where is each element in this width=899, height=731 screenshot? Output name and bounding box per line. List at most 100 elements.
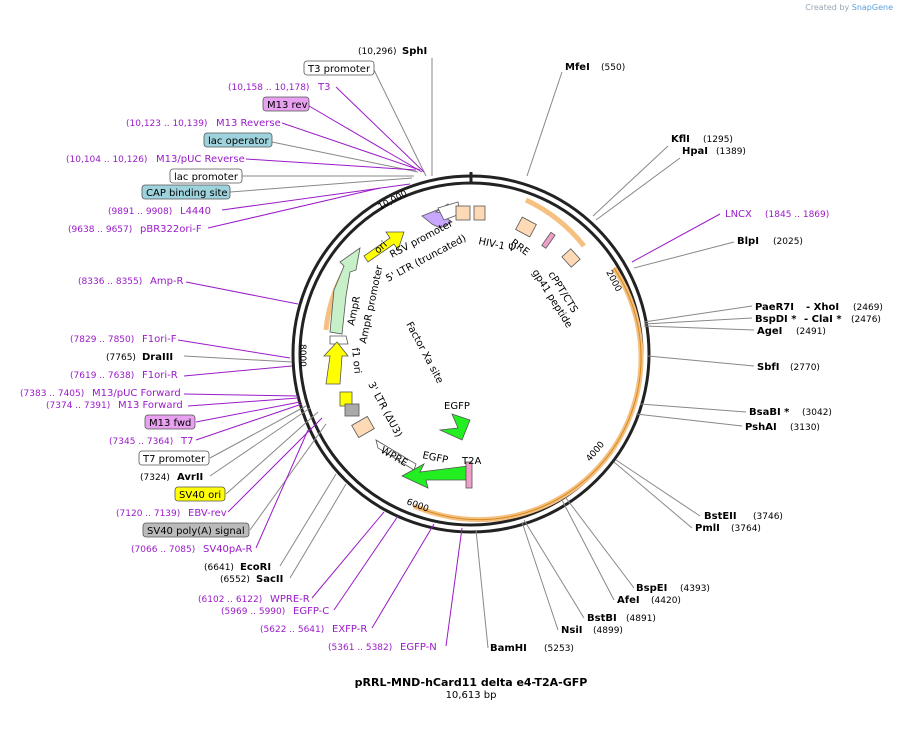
label-egfp-small: EGFP (444, 401, 470, 412)
t2a-shape (465, 461, 473, 489)
leader-sacii (289, 483, 347, 579)
m13puc-reverse-range: (10,104 .. 10,126) (66, 155, 147, 165)
leader-agei (643, 325, 755, 331)
leader-m13-reverse (281, 122, 421, 171)
cppt-shape (561, 248, 581, 268)
hpai-name: HpaI (682, 146, 708, 157)
leader-sv40-polya (249, 423, 327, 531)
mfei-pos: (550) (601, 63, 625, 73)
leader-avrii (209, 407, 311, 477)
m13-fwd-text: M13 fwd (149, 418, 191, 429)
plasmid-title: pRRL-MND-hCard11 delta e4-T2A-GFP (355, 676, 588, 689)
leader-wpre-r (311, 511, 385, 599)
leader-t3 (335, 86, 425, 173)
sv40-polya-box: SV40 poly(A) signal (142, 522, 250, 538)
draiii-name: DraIII (142, 352, 173, 363)
arc-rre (524, 197, 586, 248)
bspei-pos: (4393) (680, 584, 710, 594)
leader-lac-operator (271, 141, 419, 173)
leader-nsii (521, 521, 559, 631)
afei-name: AfeI (617, 595, 640, 606)
credit-prefix: Created by (805, 3, 850, 12)
pshai-pos: (3130) (790, 423, 820, 433)
t3-name: T3 (317, 82, 330, 93)
t3-promoter-text: T3 promoter (307, 64, 371, 75)
leader-cap-binding (229, 177, 413, 193)
sacii-pos: (6552) (220, 575, 250, 585)
xhoi-pos: (2469) (853, 303, 883, 313)
exfp-r-name: EXFP-R (332, 624, 367, 635)
label-t2a: T2A (461, 456, 481, 467)
leader-m13-fwd (195, 401, 301, 423)
avrii-name: AvrII (177, 472, 203, 483)
leader-f1ori-r (183, 365, 293, 377)
ecori-name: EcoRI (240, 562, 271, 573)
sv40pa-r-range: (7066 .. 7085) (131, 545, 195, 555)
m13-reverse-name: M13 Reverse (216, 118, 281, 129)
tick-8000: 8000 (297, 344, 307, 367)
leader-bsteii (615, 459, 701, 517)
leader-pbr322ori (207, 187, 381, 229)
m13puc-reverse-name: M13/pUC Reverse (156, 154, 245, 165)
leader-pmli (613, 461, 693, 529)
m13-rev-box: M13 rev (262, 96, 310, 112)
plasmid-size: 10,613 bp (446, 690, 497, 701)
sphi-pos: (10,296) (358, 47, 397, 57)
snapgene-credit: Created by SnapGene (805, 3, 893, 12)
leader-hpai (595, 157, 681, 221)
egfp-small-arrow (438, 413, 471, 441)
gp41-shape (541, 231, 556, 249)
leader-m13-rev (308, 105, 423, 173)
lac-operator-text: lac operator (208, 136, 269, 147)
rre-shape (515, 216, 537, 238)
leader-exfp-r (371, 523, 435, 629)
label-egfp: EGFP (421, 450, 449, 466)
blpi-pos: (2025) (773, 237, 803, 247)
label-wpre: WPRE (379, 445, 410, 469)
egfp-c-name: EGFP-C (293, 606, 329, 617)
sphi-name: SphI (402, 46, 427, 57)
bspei-name: BspEI (636, 583, 667, 594)
bsabi-name: BsaBI * (749, 407, 790, 418)
m13puc-forward-name: M13/pUC Forward (92, 388, 181, 399)
leader-sv40-ori (225, 411, 319, 495)
egfp-n-name: EGFP-N (400, 642, 437, 653)
cap-binding-text: CAP binding site (146, 188, 228, 199)
xhoi-name: - XhoI (806, 302, 839, 313)
leader-m13-forward (187, 397, 299, 407)
bsteii-pos: (3746) (753, 512, 783, 522)
leader-lncx (631, 213, 721, 263)
leader-t7 (195, 403, 303, 441)
leader-bamhi (475, 529, 489, 649)
bstbi-pos: (4891) (626, 614, 656, 624)
3ltr-shape (351, 415, 375, 439)
sv40-ori-text: SV40 ori (179, 490, 221, 501)
sbfi-name: SbfI (757, 362, 779, 373)
leader-afei (561, 499, 615, 601)
bstbi-name: BstBI (587, 613, 617, 624)
wpre-r-range: (6102 .. 6122) (198, 595, 262, 605)
ltr-shape (455, 205, 471, 221)
leader-xhoi (643, 305, 753, 323)
lac-operator-box: lac operator (203, 132, 273, 148)
ebv-rev-name: EBV-rev (188, 508, 227, 519)
f1ori-r-range: (7619 .. 7638) (70, 371, 134, 381)
lncx-name: LNCX (725, 209, 752, 220)
leader-bstbi (523, 519, 585, 619)
lncx-range: (1845 .. 1869) (765, 210, 829, 220)
credit-brand: SnapGene (851, 3, 893, 12)
avrii-pos: (7324) (140, 473, 170, 483)
bsabi-pos: (3042) (802, 408, 832, 418)
nsii-name: NsiI (561, 625, 582, 636)
leader-clai (643, 317, 753, 325)
ampr-arrow (329, 247, 361, 335)
label-ampr-promoter: AmpR promoter (358, 264, 385, 345)
sbfi-pos: (2770) (790, 363, 820, 373)
m13-reverse-range: (10,123 .. 10,139) (126, 119, 207, 129)
leader-kfli (592, 145, 669, 217)
exfp-r-range: (5622 .. 5641) (260, 625, 324, 635)
leader-bspei (565, 497, 635, 589)
psi-shape (473, 205, 486, 221)
agei-pos: (2491) (796, 327, 826, 337)
